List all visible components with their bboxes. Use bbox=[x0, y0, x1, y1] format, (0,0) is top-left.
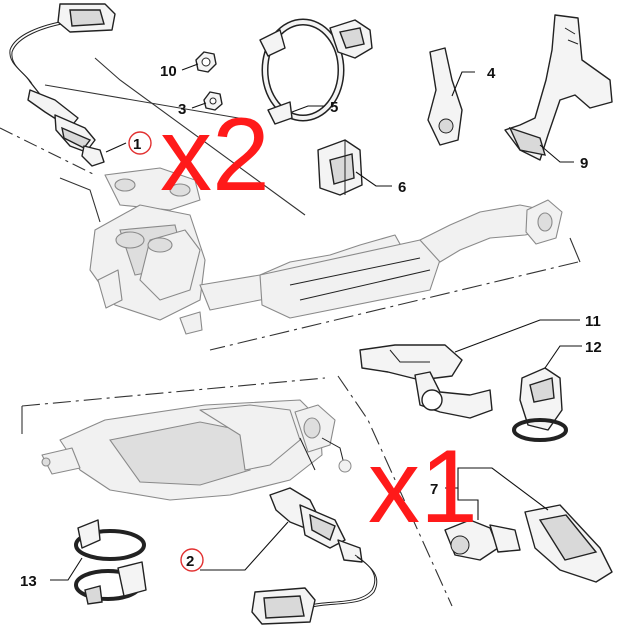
callout-2-highlight-ring bbox=[180, 548, 204, 572]
part-7-connector bbox=[444, 504, 613, 583]
callout-3: 3 bbox=[178, 101, 186, 118]
callout-4: 4 bbox=[487, 65, 496, 82]
callout-13: 13 bbox=[20, 573, 37, 590]
callout-10: 10 bbox=[160, 63, 177, 80]
quantity-multiplier-upper: x2 bbox=[160, 97, 270, 213]
callout-9: 9 bbox=[580, 155, 588, 172]
quantity-multiplier-lower: x1 bbox=[368, 429, 478, 545]
lower-exhaust-assembly bbox=[41, 399, 352, 501]
leader-lines bbox=[50, 63, 582, 581]
part-3-nut bbox=[203, 91, 223, 111]
callout-11: 11 bbox=[585, 313, 601, 330]
part-13-clip bbox=[74, 519, 147, 605]
upper-exhaust-assembly bbox=[89, 167, 563, 335]
part-6-rubber-isolator bbox=[317, 139, 363, 196]
part-10-nut bbox=[195, 51, 217, 73]
callout-6: 6 bbox=[398, 179, 406, 196]
part-2-lower-oxygen-sensor bbox=[251, 487, 378, 625]
part-9-bracket bbox=[504, 14, 613, 161]
callout-2: 2 bbox=[186, 553, 194, 570]
part-12-clip bbox=[512, 367, 568, 442]
callout-labels: 1 2 3 4 5 6 7 9 10 11 12 13 bbox=[20, 63, 602, 590]
callout-1-highlight-ring bbox=[128, 131, 152, 155]
part-1-upper-oxygen-sensor bbox=[9, 3, 116, 167]
part-4-bracket bbox=[427, 47, 463, 146]
part-11-bracket bbox=[359, 344, 493, 419]
callout-1: 1 bbox=[133, 136, 141, 153]
part-5-hose-clamp bbox=[259, 18, 373, 125]
section-guides bbox=[0, 57, 581, 607]
callout-12: 12 bbox=[585, 339, 602, 356]
callout-5: 5 bbox=[330, 99, 338, 116]
callout-7: 7 bbox=[430, 481, 438, 498]
